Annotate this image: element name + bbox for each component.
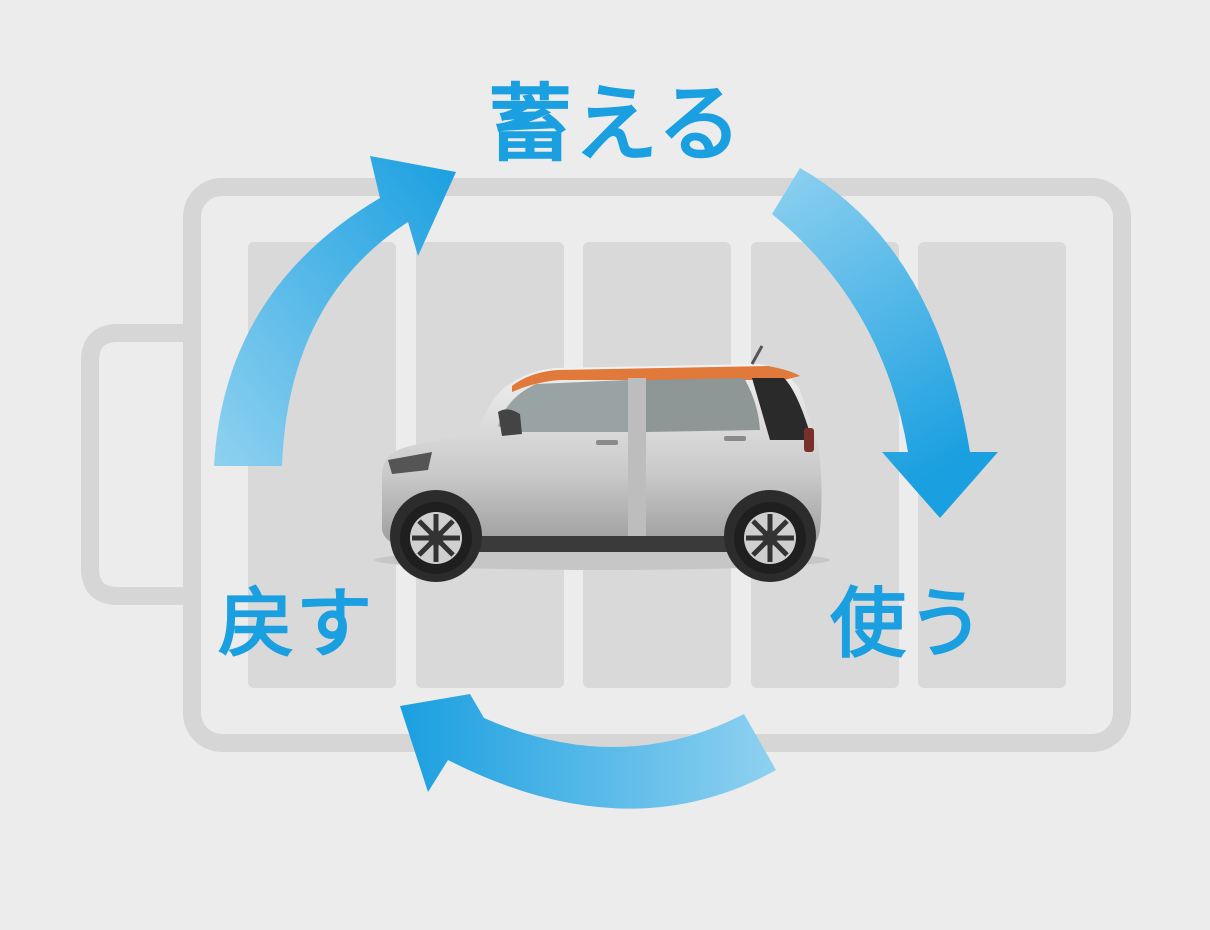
car-rear-wheel xyxy=(734,502,806,574)
car-front-wheel xyxy=(400,502,472,574)
battery-outline xyxy=(81,178,1131,752)
label-store: 蓄える xyxy=(488,75,744,173)
car-front-window xyxy=(498,380,628,432)
arrow-store xyxy=(214,156,456,466)
car-illustration xyxy=(374,345,830,582)
label-return: 戻す xyxy=(218,579,374,668)
label-use: 使う xyxy=(830,579,986,668)
arrow-return xyxy=(400,694,776,809)
arrow-use xyxy=(772,168,998,518)
car-rear-window xyxy=(646,378,760,432)
battery-cell xyxy=(918,242,1066,688)
